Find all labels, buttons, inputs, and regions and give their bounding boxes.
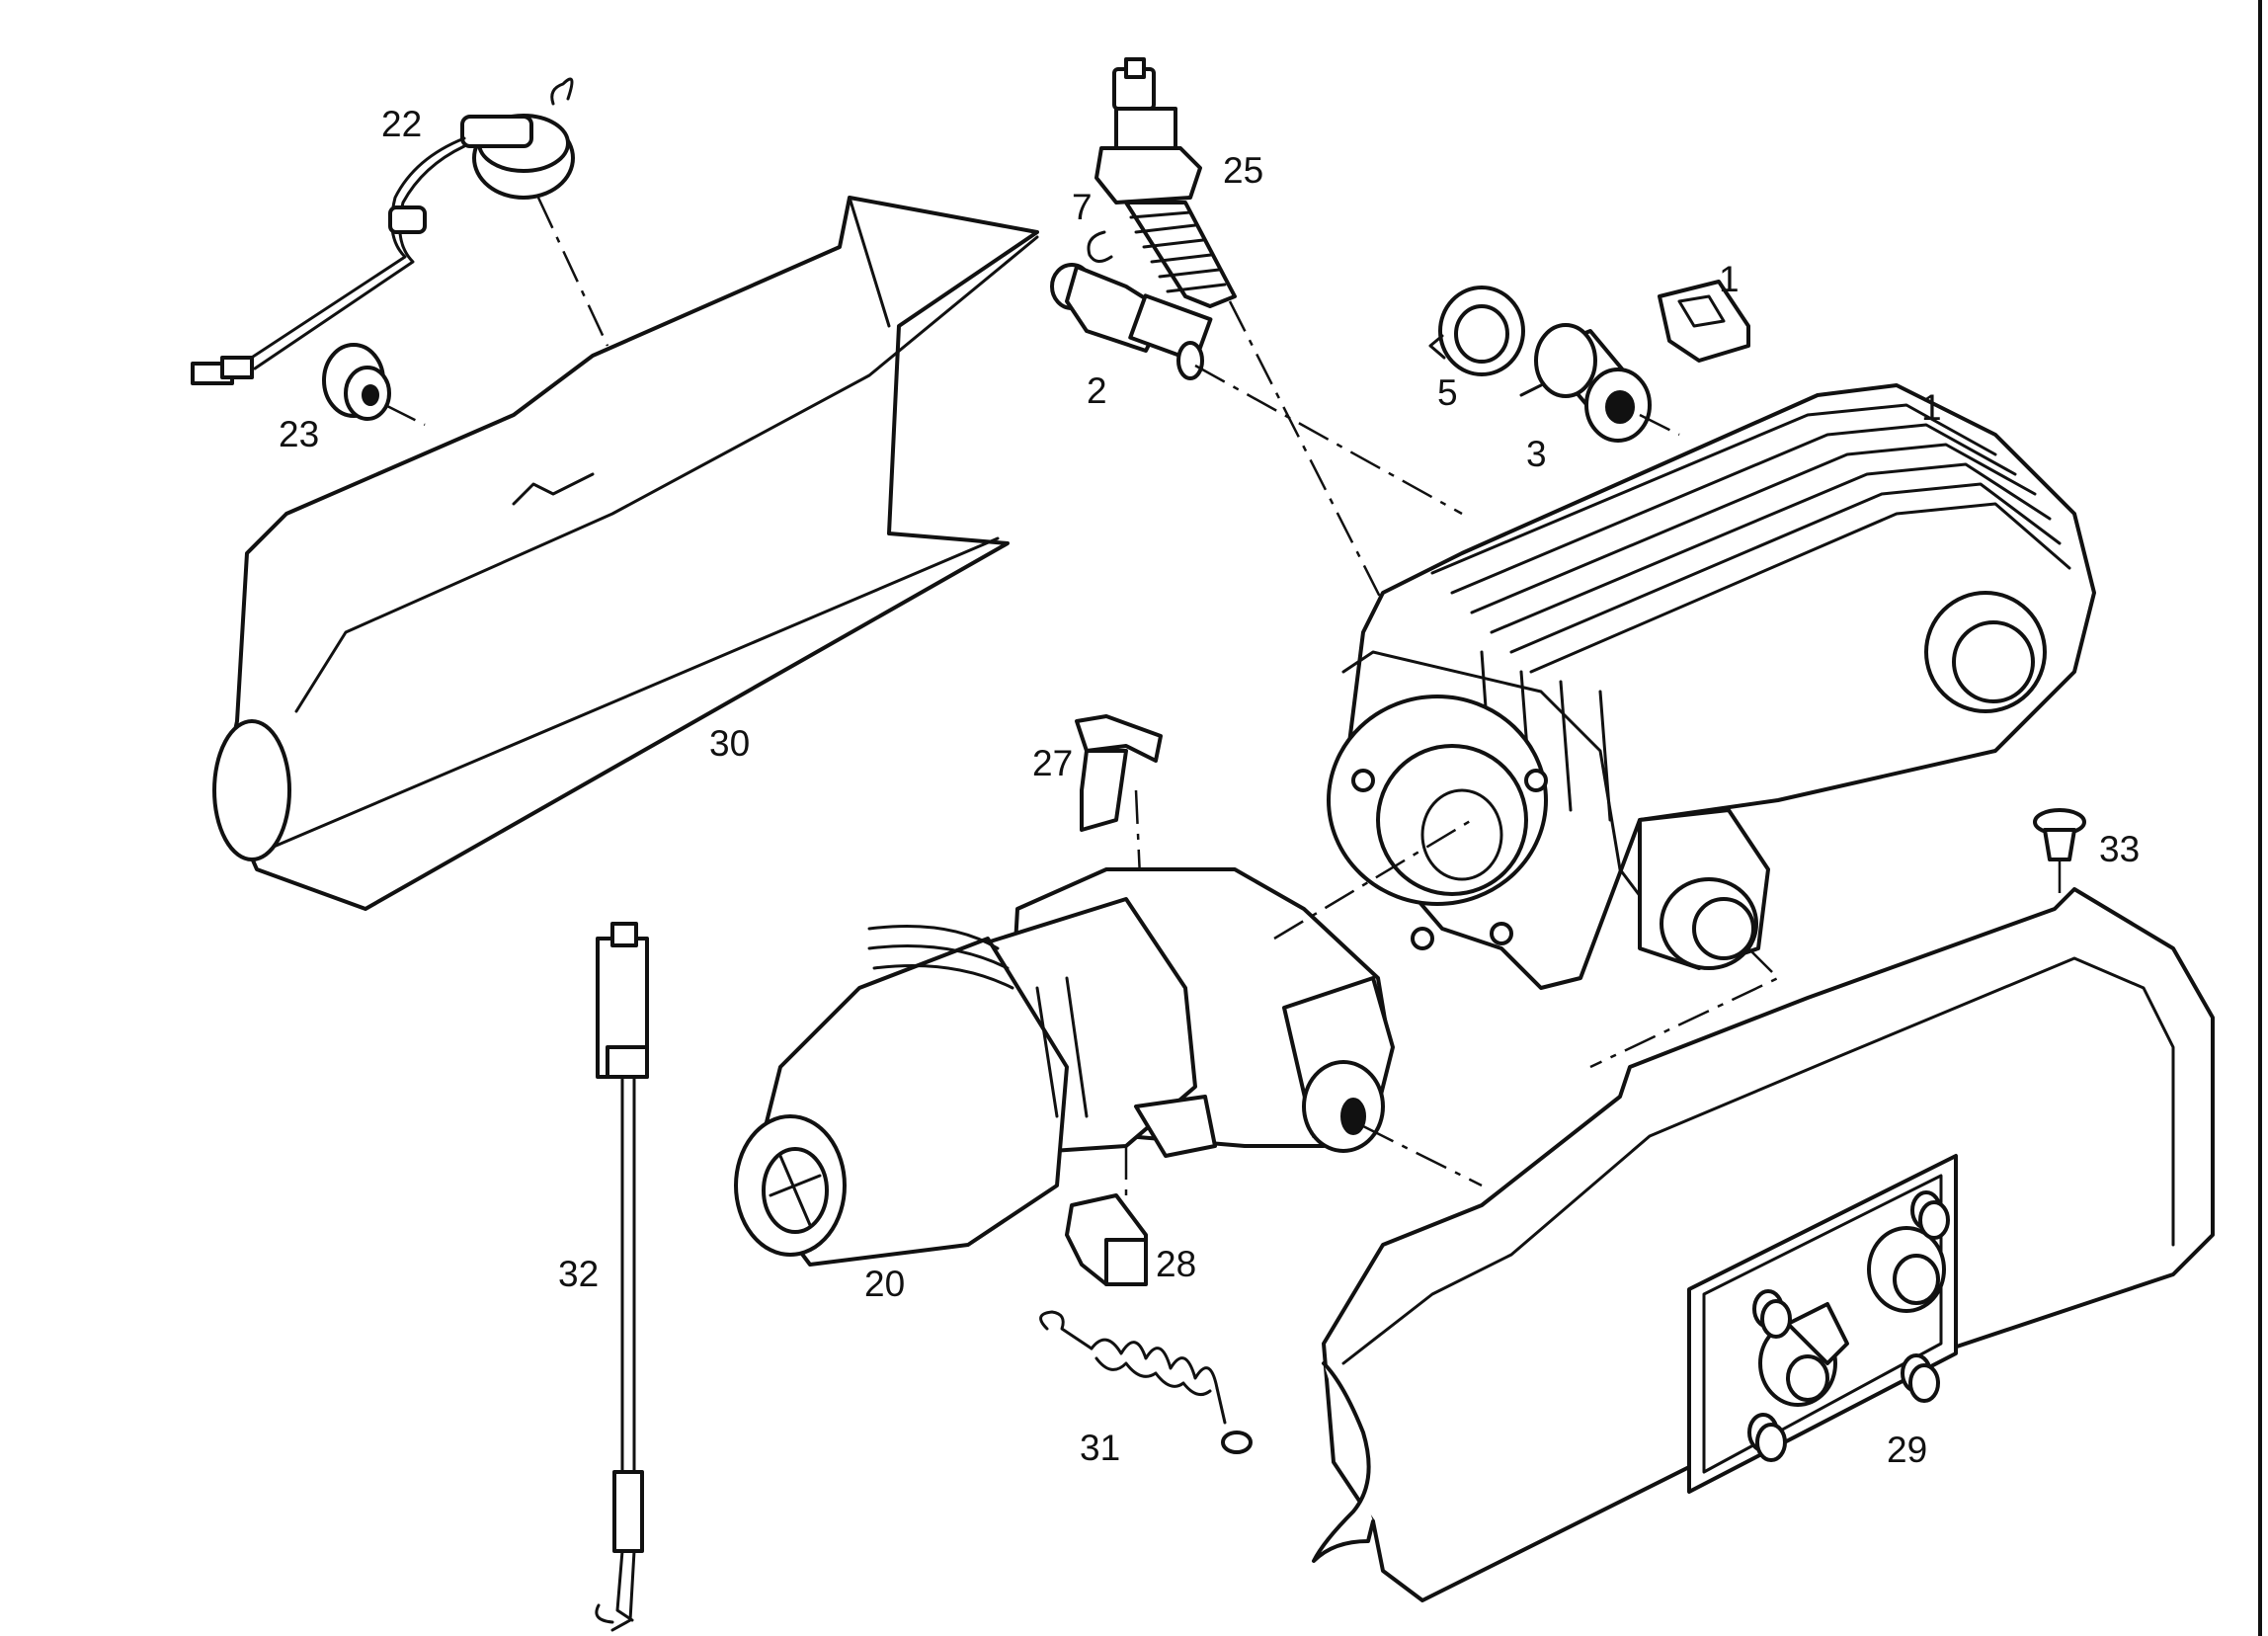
leader-2 [1194,364,1463,516]
leader-20-to-1 [1273,818,1473,941]
callout-23: 23 [279,414,319,454]
callout-22: 22 [381,104,422,144]
part-28-clip [1065,1193,1148,1286]
callout-29: 29 [1887,1430,1927,1470]
part-33-fastener [2033,808,2086,861]
part-29-upper-cover [1312,887,2215,1602]
callout-3: 3 [1526,434,1547,474]
callout-2: 2 [1087,370,1107,411]
part-7-clip [1087,230,1113,263]
part-27-clip [1075,714,1163,832]
callout-1-connector: 1 [1719,259,1740,299]
callout-31: 31 [1080,1428,1120,1468]
part-22-sensor-with-cable [191,77,575,385]
leader-1-exhaust [1589,947,1781,1069]
callout-33: 33 [2099,829,2140,869]
callout-25: 25 [1223,150,1263,191]
callout-32: 32 [558,1254,599,1294]
part-23-grommet [322,343,391,421]
callout-labels: 22 23 30 25 7 2 5 3 1 1 27 33 28 20 32 3… [279,104,2140,1470]
callout-28: 28 [1156,1244,1196,1284]
leader-20-exhaust [1362,1124,1483,1187]
part-5-bushing [1428,286,1525,376]
callout-5: 5 [1437,372,1458,413]
callout-30: 30 [709,723,750,764]
callout-27: 27 [1032,743,1073,783]
part-25-glow-plug [1094,57,1237,308]
part-32-probe-with-plug [595,922,649,1632]
part-1-heat-exchanger [1327,383,2096,990]
leader-23 [384,403,426,427]
leader-3 [1639,413,1680,437]
callout-1-housing: 1 [1921,387,1942,428]
leader-25 [1228,300,1385,604]
part-3-sleeve [1519,323,1652,443]
part-31-spring-cable [1039,1310,1253,1454]
part-1-connector [1658,280,1750,363]
callout-7: 7 [1072,187,1093,227]
part-20-blower [734,867,1395,1267]
callout-20: 20 [864,1264,905,1304]
part-2-temperature-sensor [1050,263,1213,380]
leader-22-to-30 [536,197,609,347]
part-30-cover-shroud [212,196,1039,911]
